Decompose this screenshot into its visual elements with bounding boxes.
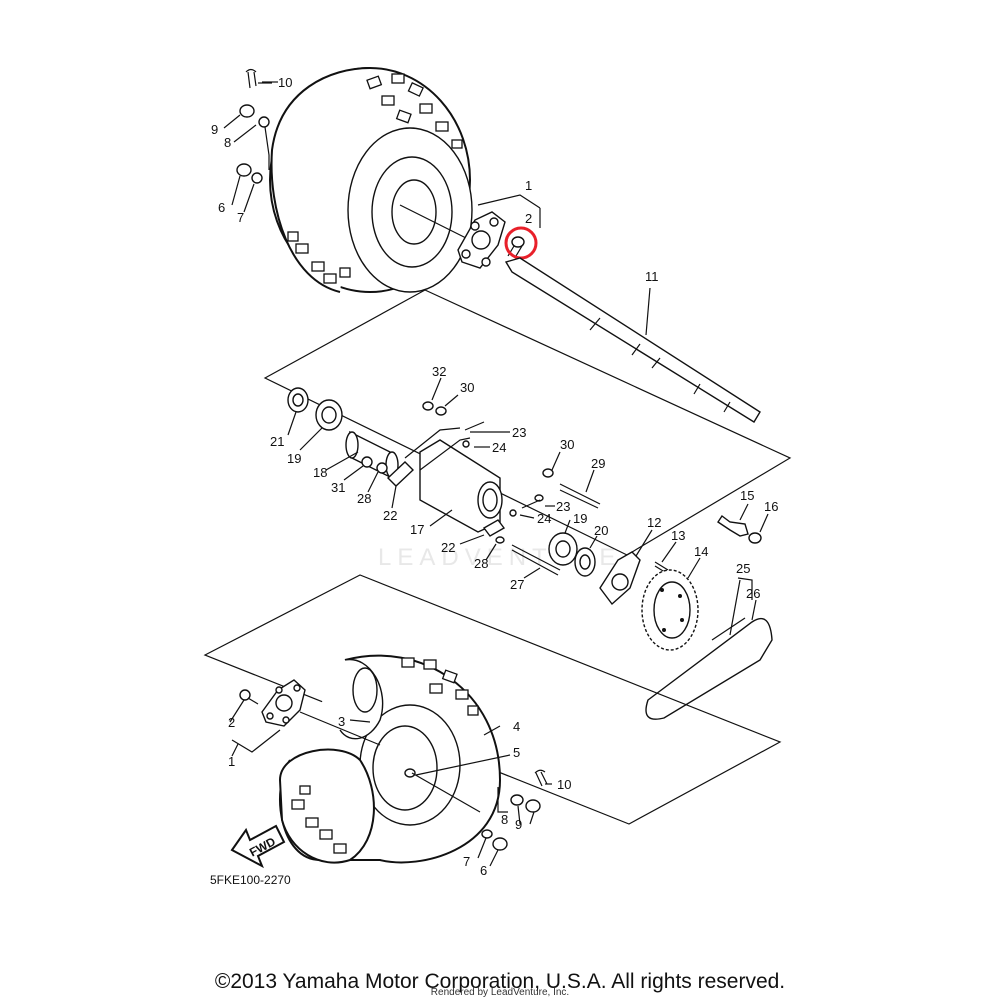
lower-hub — [231, 679, 481, 813]
axle-housing-group — [287, 387, 601, 577]
callout-8: 8 — [224, 135, 231, 150]
callout-7: 7 — [237, 210, 244, 225]
callout-10: 10 — [278, 75, 292, 90]
callout-1b: 1 — [228, 754, 235, 769]
upper-hub — [457, 194, 541, 269]
callout-28: 28 — [357, 491, 371, 506]
callout-13: 13 — [671, 528, 685, 543]
callout-12: 12 — [647, 515, 661, 530]
callout-30b: 30 — [560, 437, 574, 452]
callout-22b: 22 — [441, 540, 455, 555]
callout-10b: 10 — [557, 777, 571, 792]
callout-6: 6 — [218, 200, 225, 215]
callout-19b: 19 — [573, 511, 587, 526]
fwd-arrow-icon: FWD — [230, 824, 286, 869]
callout-27: 27 — [510, 577, 524, 592]
callout-labels: 10 9 8 6 7 1 2 11 32 30 21 19 18 23 24 3… — [211, 75, 778, 878]
callout-4: 4 — [513, 719, 520, 734]
callout-11: 11 — [645, 269, 659, 284]
callout-23b: 23 — [556, 499, 570, 514]
lower-nut-cotter-assembly — [481, 769, 548, 851]
callout-2b: 2 — [228, 715, 235, 730]
callout-20: 20 — [594, 523, 608, 538]
callout-9b: 9 — [515, 817, 522, 832]
callout-9: 9 — [211, 122, 218, 137]
rear-axle — [504, 257, 761, 423]
drive-chain — [645, 617, 773, 720]
callout-24b: 24 — [537, 511, 551, 526]
highlighted-bolt — [504, 226, 538, 260]
assembly-outline-box — [263, 289, 792, 556]
rendered-by-text: Rendered by LeadVenture, Inc. — [430, 987, 570, 998]
callout-5: 5 — [513, 745, 520, 760]
leader-lines — [223, 82, 769, 867]
sprocket — [641, 569, 699, 651]
callout-29: 29 — [591, 456, 605, 471]
callout-2: 2 — [525, 211, 532, 226]
upper-tire — [269, 67, 473, 293]
callout-28b: 28 — [474, 556, 488, 571]
callout-3: 3 — [338, 714, 345, 729]
chain-guide — [717, 514, 762, 544]
lower-tire — [278, 654, 502, 864]
callout-15: 15 — [740, 488, 754, 503]
callout-31: 31 — [331, 480, 345, 495]
callout-14: 14 — [694, 544, 708, 559]
callout-23: 23 — [512, 425, 526, 440]
diagram-code: 5FKE100-2270 — [210, 873, 291, 887]
callout-8b: 8 — [501, 812, 508, 827]
callout-18: 18 — [313, 465, 327, 480]
upper-nut-cotter-assembly — [236, 68, 278, 184]
callout-24: 24 — [492, 440, 506, 455]
callout-1: 1 — [525, 178, 532, 193]
callout-25: 25 — [736, 561, 750, 576]
callout-16: 16 — [764, 499, 778, 514]
callout-19: 19 — [287, 451, 301, 466]
callout-21: 21 — [270, 434, 284, 449]
callout-22: 22 — [383, 508, 397, 523]
callout-7b: 7 — [463, 854, 470, 869]
callout-26: 26 — [746, 586, 760, 601]
callout-30: 30 — [460, 380, 474, 395]
callout-17: 17 — [410, 522, 424, 537]
copyright-text: ©2013 Yamaha Motor Corporation, U.S.A. A… — [214, 970, 786, 993]
sprocket-hub — [599, 551, 669, 606]
callout-32: 32 — [432, 364, 446, 379]
callout-6b: 6 — [480, 863, 487, 878]
